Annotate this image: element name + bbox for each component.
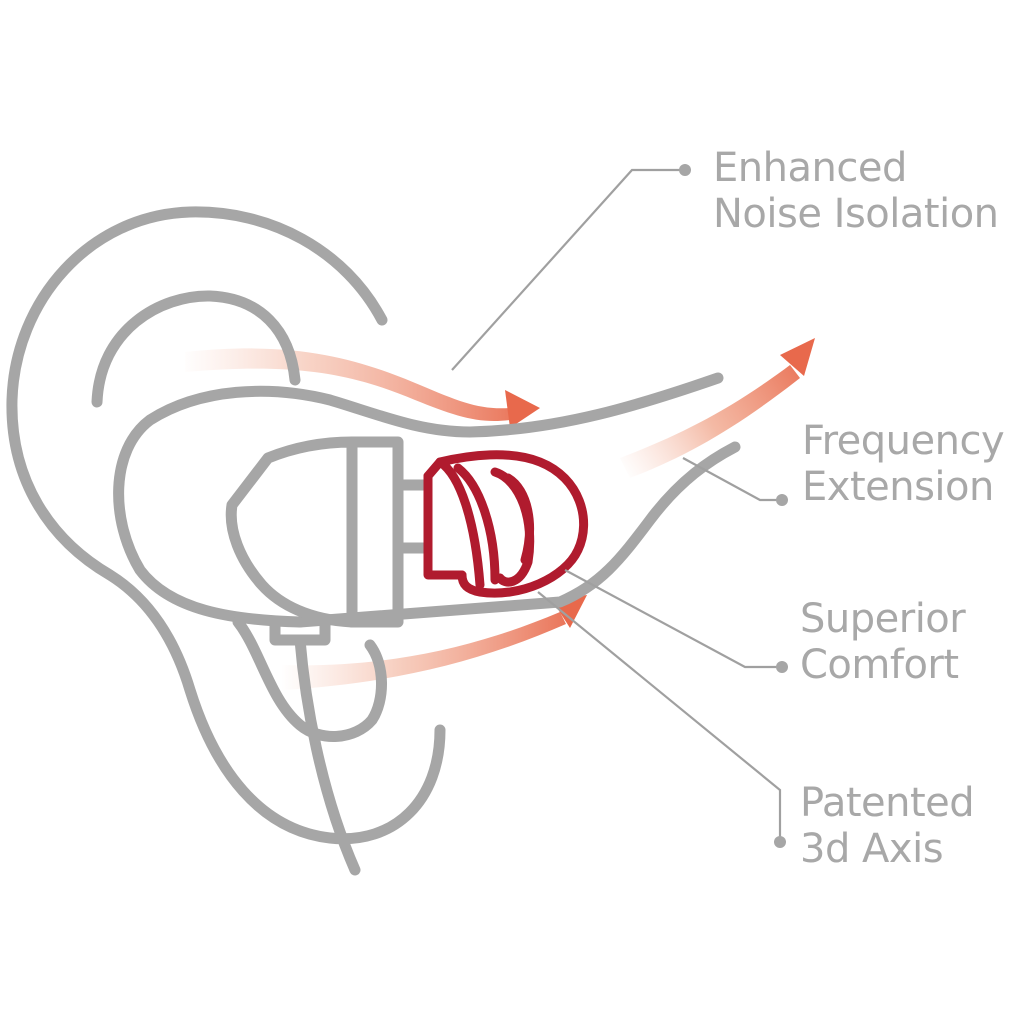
leader-dot-noise [679, 164, 691, 176]
callout-frequency-line2: Extension [802, 464, 994, 510]
leader-comfort [564, 569, 780, 669]
callout-comfort-line2: Comfort [800, 642, 959, 688]
callout-comfort-line1: Superior [800, 596, 966, 642]
callout-patented-3d-axis: Patented 3d Axis [800, 780, 975, 872]
callout-superior-comfort: Superior Comfort [800, 596, 966, 688]
earphone-body [225, 436, 431, 876]
ear-tip [423, 450, 589, 598]
callout-noise-line1: Enhanced [713, 145, 907, 191]
leader-frequency [682, 457, 780, 502]
leader-dot-axis [774, 836, 786, 848]
callout-frequency-extension: Frequency Extension [802, 418, 1005, 510]
upper-airflow-arrow [185, 348, 540, 428]
callout-axis-line2: 3d Axis [800, 826, 944, 872]
callout-frequency-line1: Frequency [802, 418, 1005, 464]
leader-lines [451, 164, 788, 848]
leader-dot-frequency [776, 494, 788, 506]
canal-airflow-arrow [620, 338, 815, 478]
leader-axis [537, 591, 782, 842]
leader-noise [451, 168, 685, 371]
callout-noise-isolation: Enhanced Noise Isolation [713, 145, 999, 237]
callout-axis-line1: Patented [800, 780, 975, 826]
leader-dot-comfort [776, 661, 788, 673]
ear-outline [6, 206, 741, 845]
callout-noise-line2: Noise Isolation [713, 191, 999, 237]
